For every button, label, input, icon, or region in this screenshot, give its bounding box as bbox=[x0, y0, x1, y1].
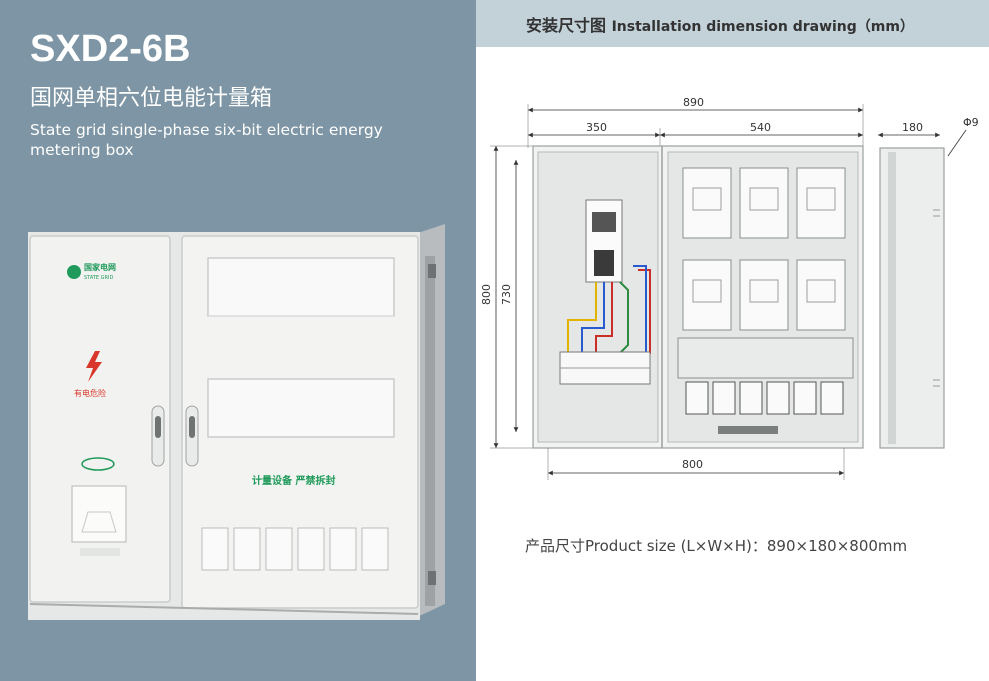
left-door bbox=[29, 235, 171, 603]
seal-label: 计量设备 严禁拆封 bbox=[252, 474, 335, 487]
green-oval-mark-icon bbox=[81, 457, 115, 471]
dim-hole: Φ9 bbox=[963, 116, 979, 129]
dim-total-width: 890 bbox=[683, 96, 704, 109]
drawing-title: 安装尺寸图 Installation dimension drawing（mm） bbox=[526, 12, 914, 36]
warning-label: 有电危险 bbox=[74, 388, 106, 398]
bottom-switch-row bbox=[201, 527, 389, 571]
lightning-warning-icon bbox=[86, 351, 102, 382]
dim-height-outer: 800 bbox=[480, 284, 493, 305]
dim-depth: 180 bbox=[902, 121, 923, 134]
drawing-title-en: Installation dimension drawing（mm） bbox=[611, 19, 914, 35]
logo-sub: STATE GRID bbox=[84, 275, 113, 281]
upper-meter-window bbox=[207, 257, 395, 317]
model-number: SXD2-6B bbox=[30, 28, 191, 70]
switch-row bbox=[685, 381, 844, 415]
dim-mount-width: 800 bbox=[682, 458, 703, 471]
product-photo: 国家电网 STATE GRID 有电危险 计量设备 严禁拆封 bbox=[28, 224, 445, 620]
state-grid-logo-icon bbox=[67, 265, 81, 279]
header-band bbox=[476, 0, 989, 47]
meter-window bbox=[71, 485, 127, 543]
product-panel: SXD2-6B 国网单相六位电能计量箱 State grid single-ph… bbox=[0, 0, 476, 681]
product-name-cn: 国网单相六位电能计量箱 bbox=[30, 86, 273, 111]
wiring bbox=[567, 265, 651, 356]
meter-shelf bbox=[677, 337, 854, 379]
drawing-title-cn: 安装尺寸图 bbox=[526, 16, 607, 35]
logo-text: 国家电网 bbox=[84, 262, 116, 272]
product-size: 产品尺寸Product size (L×W×H)：890×180×800mm bbox=[525, 537, 908, 555]
product-name-en: State grid single-phase six-bit electric… bbox=[30, 121, 383, 159]
dimension-drawing: 890 350 540 180 Φ9 800 730 bbox=[480, 96, 979, 480]
dim-right-width: 540 bbox=[750, 121, 771, 134]
dim-left-width: 350 bbox=[586, 121, 607, 134]
dim-height-inner: 730 bbox=[500, 284, 513, 305]
meter-grid bbox=[682, 167, 846, 331]
lower-meter-window bbox=[207, 378, 395, 438]
